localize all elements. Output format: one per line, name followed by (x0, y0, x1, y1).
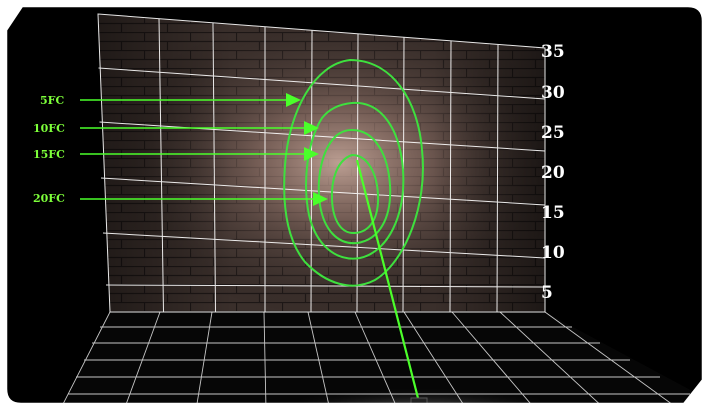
light-fixture (410, 397, 428, 404)
scale-label-10: 10 (541, 243, 565, 263)
arrow-15fc-head (304, 147, 319, 161)
scale-label-35: 35 (541, 42, 565, 62)
label-5fc: 5FC (40, 94, 64, 107)
scale-labels: 35 30 25 20 15 10 5 (541, 42, 565, 303)
wall-grid (97, 13, 546, 313)
scale-label-25: 25 (541, 123, 565, 143)
scale-label-15: 15 (541, 203, 565, 223)
contour-20fc (330, 153, 380, 235)
label-15fc: 15FC (33, 148, 65, 161)
arrow-5fc-head (286, 93, 301, 107)
floor-plane (60, 312, 703, 404)
contour-15fc (317, 128, 392, 245)
scale-label-5: 5 (541, 283, 553, 303)
frame-border (4, 4, 705, 406)
arrow-10fc-head (304, 121, 319, 135)
light-beam (355, 159, 421, 403)
scale-label-30: 30 (541, 83, 565, 103)
contour-callouts: 5FC 10FC 15FC 20FC (33, 93, 328, 206)
label-10fc: 10FC (33, 122, 65, 135)
contour-10fc (305, 101, 405, 260)
scale-label-20: 20 (541, 163, 565, 183)
floor-grid (59, 311, 690, 404)
contour-5fc (283, 58, 424, 287)
arrow-20fc-head (313, 192, 328, 206)
isolux-contours (283, 58, 424, 287)
label-20fc: 20FC (33, 192, 65, 205)
